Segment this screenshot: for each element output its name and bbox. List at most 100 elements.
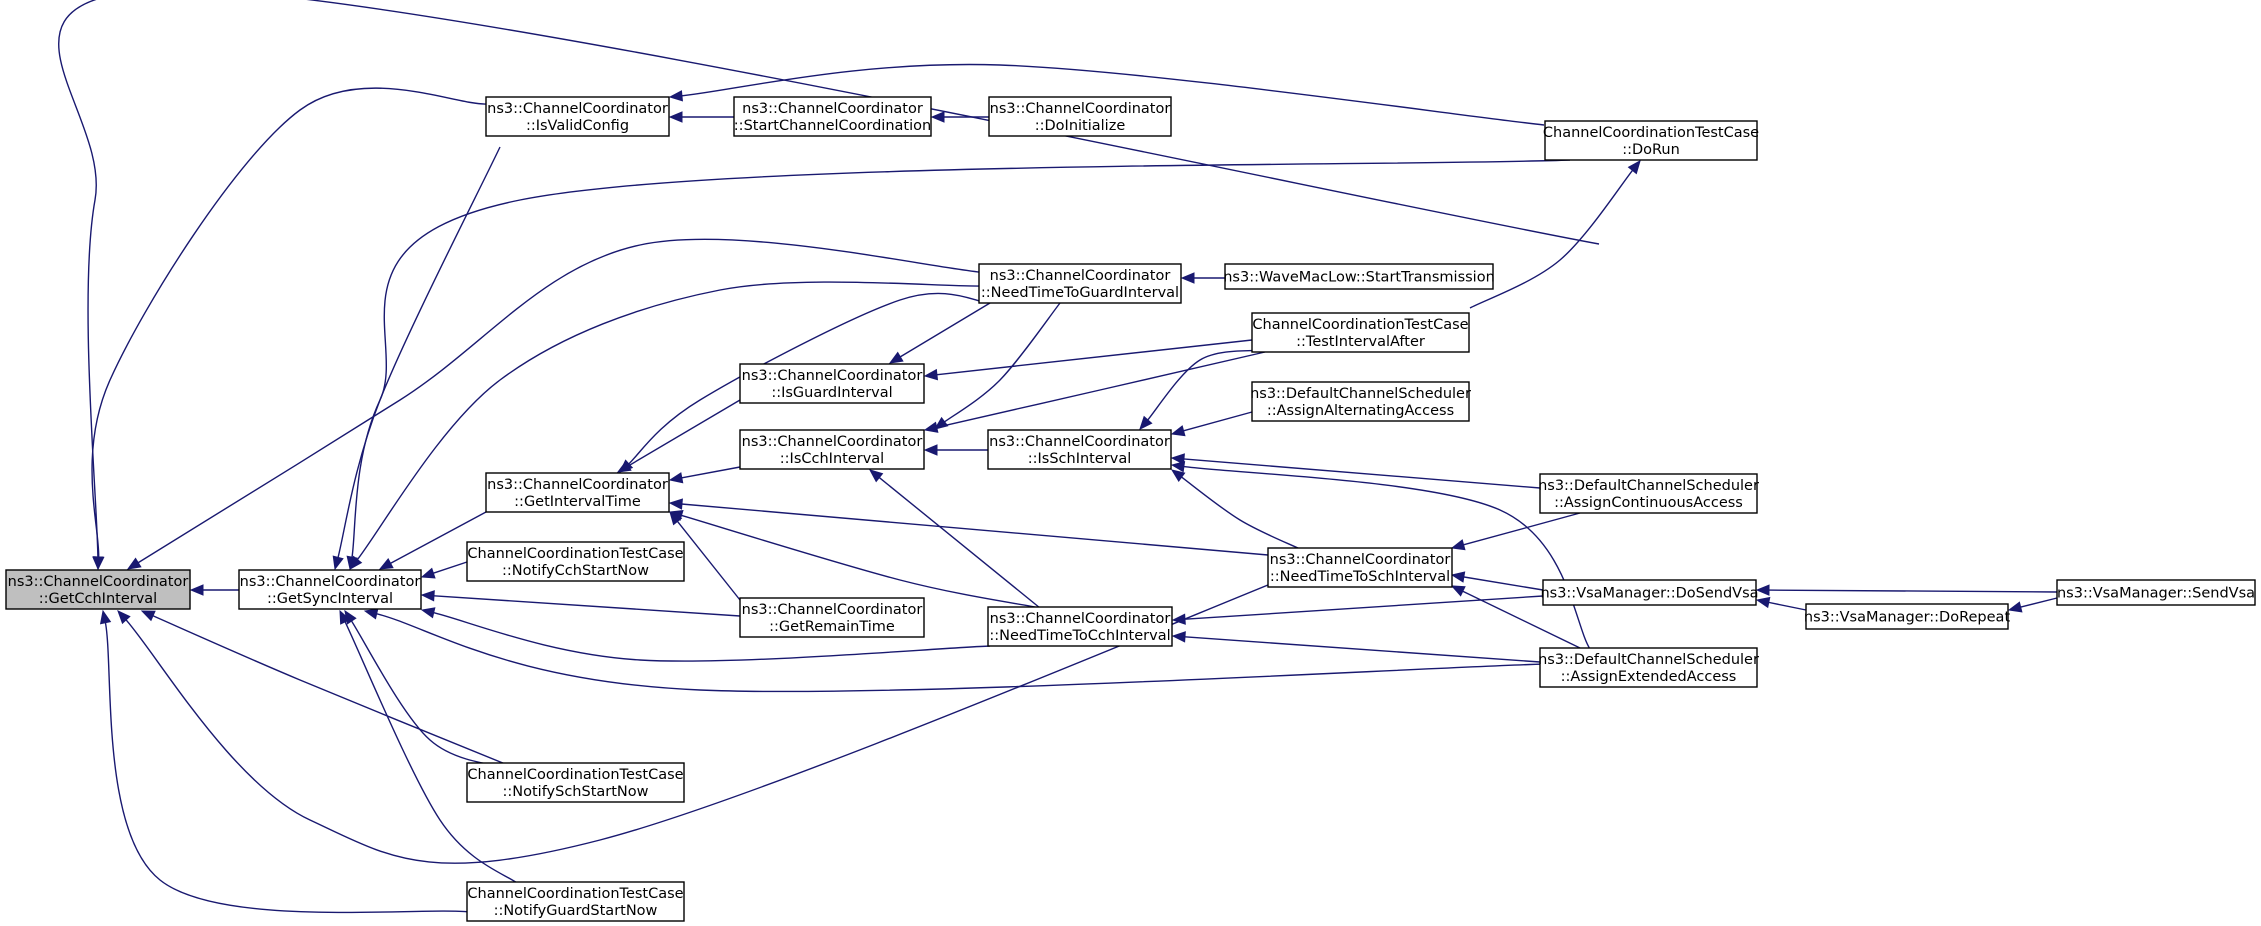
- node-startTx-label: ns3::WaveMacLow::StartTransmission: [1223, 270, 1495, 286]
- edge-doRun-to-isValid: [668, 63, 1545, 126]
- node-getSync[interactable]: ns3::ChannelCoordinator::GetSyncInterval: [238, 569, 422, 610]
- edge-doSendVsa-to-needSch: [1450, 571, 1544, 591]
- edge-startCoord-to-isValid: [668, 111, 734, 123]
- edge-needCch-to-getSync: [420, 607, 991, 662]
- node-doRun[interactable]: ChannelCoordinationTestCase::DoRun: [1543, 120, 1759, 161]
- node-notifyCch[interactable]: ChannelCoordinationTestCase::NotifyCchSt…: [466, 541, 685, 582]
- edge-extAccess-to-getSync: [363, 608, 1546, 693]
- node-isSch-line2: ::IsSchInterval: [1028, 451, 1132, 467]
- node-getRemain[interactable]: ns3::ChannelCoordinator::GetRemainTime: [739, 597, 925, 638]
- node-contAccess-line1: ns3::DefaultChannelScheduler: [1538, 478, 1759, 494]
- edge-isGuard-to-getInterval: [616, 399, 741, 473]
- edge-notifyGuard-to-getCch: [99, 609, 471, 914]
- node-doInit-line1: ns3::ChannelCoordinator: [990, 101, 1171, 117]
- edge-getSync-to-getCch: [189, 584, 239, 596]
- node-isGuard-line2: ::IsGuardInterval: [771, 385, 892, 401]
- node-getRemain-line1: ns3::ChannelCoordinator: [742, 602, 923, 618]
- node-needSch-line2: ::NeedTimeToSchInterval: [1270, 569, 1450, 585]
- node-getCch-line1: ns3::ChannelCoordinator: [8, 574, 189, 590]
- edge-altAccess-to-isSch: [1170, 411, 1253, 437]
- node-isGuard[interactable]: ns3::ChannelCoordinator::IsGuardInterval: [739, 363, 925, 404]
- nodes-layer: ns3::ChannelCoordinator::GetCchIntervaln…: [5, 96, 2256, 922]
- node-doSendVsa[interactable]: ns3::VsaManager::DoSendVsa: [1540, 579, 1759, 606]
- edge-doRun-to-getCch: [58, 0, 1600, 571]
- node-startCoord[interactable]: ns3::ChannelCoordinator::StartChannelCoo…: [733, 96, 932, 137]
- edge-testAfter-to-doRun: [1469, 159, 1641, 309]
- node-needSch-line1: ns3::ChannelCoordinator: [1270, 552, 1451, 568]
- edge-getInterval-to-getSync: [378, 511, 487, 570]
- node-getRemain-line2: ::GetRemainTime: [769, 619, 895, 635]
- node-needSch[interactable]: ns3::ChannelCoordinator::NeedTimeToSchIn…: [1267, 547, 1453, 588]
- edge-needGuard-to-getSync: [349, 281, 981, 571]
- node-startTx[interactable]: ns3::WaveMacLow::StartTransmission: [1223, 263, 1495, 290]
- node-startCoord-line1: ns3::ChannelCoordinator: [742, 101, 923, 117]
- node-doRun-line1: ChannelCoordinationTestCase: [1543, 125, 1759, 141]
- node-getSync-line1: ns3::ChannelCoordinator: [240, 574, 421, 590]
- node-extAccess[interactable]: ns3::DefaultChannelScheduler::AssignExte…: [1538, 647, 1759, 688]
- node-sendVsa-label: ns3::VsaManager::SendVsa: [2057, 586, 2255, 602]
- edge-testAfter-to-isGuard: [923, 339, 1253, 381]
- edge-needSch-to-isSch: [1170, 469, 1301, 550]
- node-testAfter-line2: ::TestIntervalAfter: [1296, 334, 1425, 350]
- edge-isSch-to-isCch: [923, 444, 988, 456]
- node-contAccess[interactable]: ns3::DefaultChannelScheduler::AssignCont…: [1538, 473, 1759, 514]
- node-isCch-line1: ns3::ChannelCoordinator: [742, 434, 923, 450]
- edges-layer: [58, 0, 2058, 914]
- edge-needSch-to-getCch: [117, 549, 1356, 864]
- node-startCoord-line2: ::StartChannelCoordination: [734, 118, 931, 134]
- node-notifyCch-line2: ::NotifyCchStartNow: [502, 563, 649, 579]
- node-isCch-line2: ::IsCchInterval: [780, 451, 884, 467]
- node-doSendVsa-label: ns3::VsaManager::DoSendVsa: [1540, 586, 1758, 602]
- node-notifySch-line1: ChannelCoordinationTestCase: [467, 767, 683, 783]
- node-getSync-line2: ::GetSyncInterval: [267, 591, 393, 607]
- node-doRepeat-label: ns3::VsaManager::DoRepeat: [1804, 610, 2011, 626]
- edge-getRemain-to-getSync: [420, 590, 741, 617]
- node-isValid-line1: ns3::ChannelCoordinator: [487, 101, 668, 117]
- node-needGuard-line1: ns3::ChannelCoordinator: [990, 268, 1171, 284]
- edge-doRepeat-to-doSendVsa: [1755, 596, 1807, 611]
- node-needGuard-line2: ::NeedTimeToGuardInterval: [981, 285, 1179, 301]
- node-testAfter-line1: ChannelCoordinationTestCase: [1252, 317, 1468, 333]
- node-getCch[interactable]: ns3::ChannelCoordinator::GetCchInterval: [5, 569, 191, 610]
- edge-sendVsa-to-doSendVsa: [1755, 584, 2058, 596]
- node-isSch[interactable]: ns3::ChannelCoordinator::IsSchInterval: [987, 429, 1172, 470]
- node-doRepeat[interactable]: ns3::VsaManager::DoRepeat: [1804, 603, 2011, 630]
- edge-needGuard-to-getCch: [126, 238, 989, 570]
- edge-notifySch-to-getCch: [140, 610, 521, 771]
- node-doInit[interactable]: ns3::ChannelCoordinator::DoInitialize: [988, 96, 1172, 137]
- node-needCch[interactable]: ns3::ChannelCoordinator::NeedTimeToCchIn…: [987, 606, 1173, 647]
- node-notifyGuard-line2: ::NotifyGuardStartNow: [494, 903, 658, 919]
- node-notifySch[interactable]: ChannelCoordinationTestCase::NotifySchSt…: [466, 762, 685, 803]
- node-isCch[interactable]: ns3::ChannelCoordinator::IsCchInterval: [739, 429, 925, 470]
- node-altAccess-line1: ns3::DefaultChannelScheduler: [1250, 386, 1471, 402]
- node-doRun-line2: ::DoRun: [1622, 142, 1680, 158]
- node-needGuard[interactable]: ns3::ChannelCoordinator::NeedTimeToGuard…: [978, 263, 1182, 304]
- edge-needGuard-to-isGuard: [888, 302, 991, 364]
- node-getInterval-line2: ::GetIntervalTime: [514, 494, 641, 510]
- edge-doInit-to-startCoord: [930, 111, 989, 123]
- node-notifyGuard[interactable]: ChannelCoordinationTestCase::NotifyGuard…: [466, 881, 685, 922]
- node-extAccess-line2: ::AssignExtendedAccess: [1561, 669, 1737, 685]
- node-altAccess-line2: ::AssignAlternatingAccess: [1267, 403, 1454, 419]
- node-doInit-line2: ::DoInitialize: [1035, 118, 1126, 134]
- edge-notifyGuard-to-getSync: [339, 609, 521, 886]
- node-isGuard-line1: ns3::ChannelCoordinator: [742, 368, 923, 384]
- edge-isCch-to-getInterval: [668, 466, 741, 484]
- node-sendVsa[interactable]: ns3::VsaManager::SendVsa: [2056, 579, 2256, 606]
- node-needCch-line1: ns3::ChannelCoordinator: [990, 611, 1171, 627]
- edge-isValid-to-getCch: [91, 87, 487, 571]
- node-needCch-line2: ::NeedTimeToCchInterval: [989, 628, 1170, 644]
- node-altAccess[interactable]: ns3::DefaultChannelScheduler::AssignAlte…: [1250, 381, 1471, 422]
- edge-needGuard-to-isCch: [933, 302, 1061, 430]
- edge-extAccess-to-needCch: [1171, 631, 1541, 663]
- edge-notifySch-to-getSync: [344, 609, 521, 771]
- node-notifyCch-line1: ChannelCoordinationTestCase: [467, 546, 683, 562]
- edge-needSch-to-getInterval: [668, 498, 1269, 556]
- node-testAfter[interactable]: ChannelCoordinationTestCase::TestInterva…: [1251, 312, 1470, 353]
- node-isValid-line2: ::IsValidConfig: [526, 118, 629, 134]
- edge-isValid-to-getSync: [332, 146, 501, 571]
- node-isValid[interactable]: ns3::ChannelCoordinator::IsValidConfig: [485, 96, 670, 137]
- node-getCch-line2: ::GetCchInterval: [39, 591, 157, 607]
- node-getInterval[interactable]: ns3::ChannelCoordinator::GetIntervalTime: [485, 472, 670, 513]
